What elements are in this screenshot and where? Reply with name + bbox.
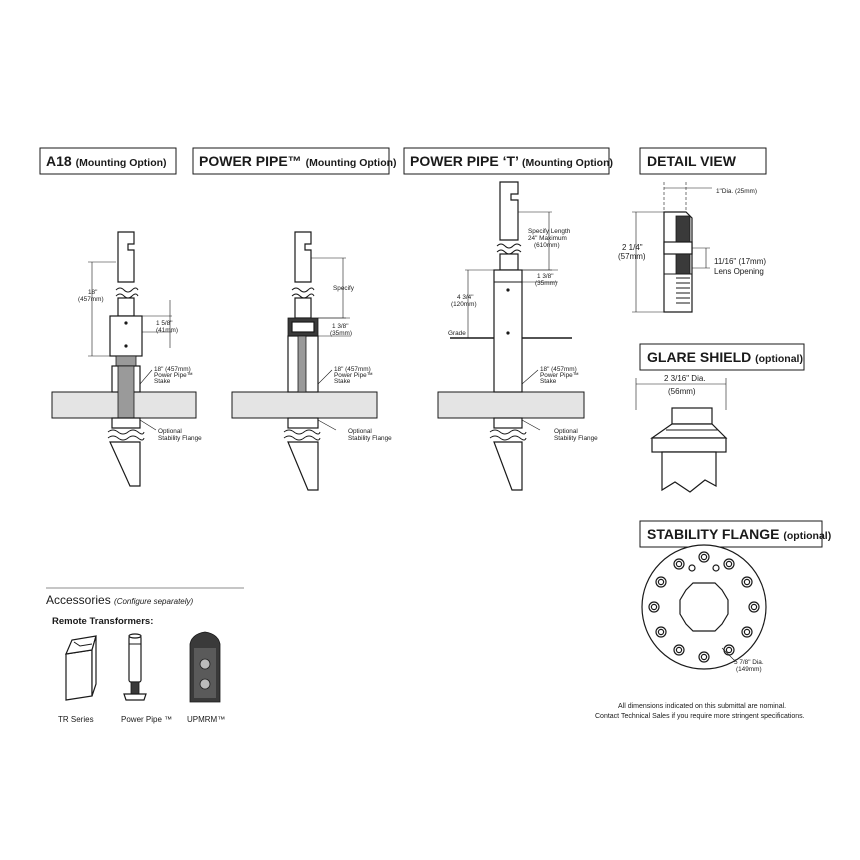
power-pipe-t-stake-label-2: Power Pipe™: [540, 372, 579, 379]
a18-flange-label-1: Optional: [158, 428, 182, 435]
power-pipe-t-grade: Grade: [448, 330, 466, 337]
power-pipe-t-specify-1: Specify Length: [528, 228, 571, 235]
power-pipe-t-dim-width: 1 3/8": [537, 273, 553, 280]
a18-stake-label-1: 18" (457mm): [154, 366, 191, 373]
footer-note-1: All dimensions indicated on this submitt…: [618, 703, 786, 710]
stability-flange-center-hole: [679, 582, 729, 632]
power-pipe-stake-point: [287, 441, 319, 491]
a18-flange-label-2: Stability Flange: [158, 435, 202, 442]
a18-section: A18 (Mounting Option) 18" (457mm) 1 5/8"…: [39, 147, 202, 487]
stability-flange-title-box: [639, 520, 823, 548]
a18-threaded-rod: [117, 365, 135, 427]
a18-stake-label-3: Stake: [154, 378, 171, 385]
accessories-title: Accessories (Configure separately): [46, 593, 194, 607]
power-pipe-title-box: [192, 147, 390, 175]
glare-shield-collar: [671, 407, 713, 425]
power-pipe-t-stake-label-1: 18" (457mm): [540, 366, 577, 373]
power-pipe-flange-label-2: Stability Flange: [348, 435, 392, 442]
power-pipe-t-section: POWER PIPE ‘T’ (Mounting Option) Grade S…: [403, 147, 613, 491]
glare-shield-title-box: [639, 343, 805, 371]
a18-dim-width: 1 5/8": [156, 320, 172, 327]
a18-riser-pipe: [117, 231, 135, 283]
glare-shield-cone: [650, 423, 728, 439]
power-pipe-t-dim-height: 4 3/4": [457, 294, 473, 301]
accessory-upmrm-label: UPMRM™: [187, 715, 225, 724]
detail-view-title: DETAIL VIEW: [647, 153, 737, 169]
glare-shield-dia-mm: (56mm): [668, 387, 696, 396]
power-pipe-t-title-box: [403, 147, 610, 175]
a18-dim-height-mm: (457mm): [78, 296, 104, 303]
power-pipe-t-specify-3: (610mm): [534, 242, 560, 249]
a18-break-line: [115, 287, 139, 299]
detail-view-height: 2 1/4": [622, 243, 643, 252]
power-pipe-stake-label-3: Stake: [334, 378, 351, 385]
tr-series-transformer-icon: [65, 635, 97, 701]
a18-dim-height: 18": [88, 289, 97, 296]
power-pipe-specify: Specify: [333, 285, 355, 292]
glare-shield-section: GLARE SHIELD (optional) 2 3/16" Dia. (56…: [635, 343, 805, 493]
power-pipe-t-riser: [499, 181, 519, 241]
a18-stake-label-2: Power Pipe™: [154, 372, 193, 379]
stability-flange-title: STABILITY FLANGE (optional): [647, 526, 831, 542]
power-pipe-t-stake-point: [493, 441, 523, 491]
footer-note-2: Contact Technical Sales if you require m…: [595, 713, 805, 720]
accessory-power-pipe-label: Power Pipe ™: [121, 715, 172, 724]
power-pipe-dim-width: 1 3/8": [332, 323, 348, 330]
power-pipe-t-specify-2: 24" Maximum: [528, 235, 567, 242]
power-pipe-t-title: POWER PIPE ‘T’ (Mounting Option): [410, 153, 613, 169]
power-pipe-section: POWER PIPE™ (Mounting Option) Specify 1 …: [192, 147, 397, 491]
power-pipe-t-dim-height-mm: (120mm): [451, 301, 477, 308]
accessories-section: Accessories (Configure separately) Remot…: [46, 587, 244, 724]
power-pipe-transformer-icon: [123, 633, 147, 701]
stability-flange-section: STABILITY FLANGE (optional) 5 7/8" Dia. …: [639, 520, 831, 673]
power-pipe-stake-label-1: 18" (457mm): [334, 366, 371, 373]
glare-shield-fixture: [661, 451, 717, 493]
stability-flange-dia: 5 7/8" Dia.: [734, 659, 764, 666]
detail-view-lens-1: 11/16" (17mm): [714, 257, 766, 266]
a18-dim-width-mm: (41mm): [156, 327, 178, 334]
a18-connector: [115, 355, 137, 367]
power-pipe-t-flange-label-2: Stability Flange: [554, 435, 598, 442]
stability-flange-holes: [648, 551, 760, 663]
glare-shield-title: GLARE SHIELD (optional): [647, 349, 803, 365]
detail-view-section: DETAIL VIEW 1"Dia. (25mm) 2 1/4" (57mm) …: [618, 147, 767, 313]
power-pipe-t-stake-label-3: Stake: [540, 378, 557, 385]
detail-view-title-box: [639, 147, 767, 175]
a18-title-box: [39, 147, 177, 175]
a18-stake-point: [109, 441, 141, 487]
power-pipe-concrete-slab: [231, 391, 378, 419]
power-pipe-t-flange-label-1: Optional: [554, 428, 578, 435]
stability-flange-dia-mm: (149mm): [736, 666, 762, 673]
a18-title: A18 (Mounting Option): [46, 153, 167, 169]
power-pipe-dim-width-mm: (35mm): [330, 330, 352, 337]
power-pipe-stake-label-2: Power Pipe™: [334, 372, 373, 379]
upmrm-transformer-icon: [189, 631, 221, 703]
power-pipe-riser: [294, 231, 312, 283]
detail-view-dia: 1"Dia. (25mm): [716, 188, 757, 195]
power-pipe-t-concrete-slab: [437, 391, 585, 419]
accessories-subtitle: Remote Transformers:: [52, 616, 153, 627]
power-pipe-flange-label-1: Optional: [348, 428, 372, 435]
power-pipe-title: POWER PIPE™ (Mounting Option): [199, 153, 397, 169]
power-pipe-t-housing: [493, 269, 523, 393]
glare-shield-dia: 2 3/16" Dia.: [664, 374, 706, 383]
power-pipe-t-dim-width-mm: (35mm): [535, 280, 557, 287]
detail-view-lens-2: Lens Opening: [714, 267, 764, 276]
detail-view-height-mm: (57mm): [618, 252, 646, 261]
accessory-tr-series-label: TR Series: [58, 715, 94, 724]
